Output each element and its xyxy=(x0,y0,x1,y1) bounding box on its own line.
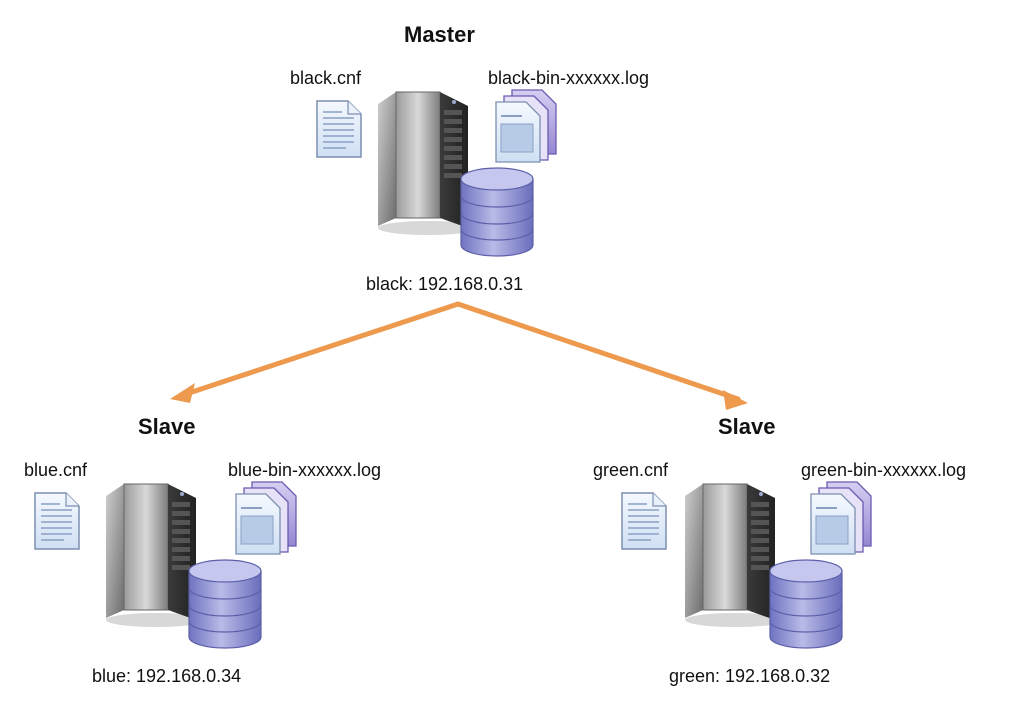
document-icon xyxy=(316,100,362,158)
master-role-label: Master xyxy=(404,22,475,47)
arrowhead-blue-icon xyxy=(170,383,195,403)
slave-node-green: Slave green.cnf green-bin-xxxxxx.log xyxy=(575,392,995,692)
server-tower-icon xyxy=(685,483,785,627)
master-host-label: black: 192.168.0.31 xyxy=(366,274,524,294)
stacked-documents-icon xyxy=(810,481,872,555)
stacked-documents-icon xyxy=(495,89,557,163)
stacked-documents-icon xyxy=(235,481,297,555)
database-icon xyxy=(769,559,843,649)
slave-green-config-filename: green.cnf xyxy=(593,460,669,480)
document-icon xyxy=(621,492,667,550)
slave-green-role-label: Slave xyxy=(718,414,776,439)
master-config-filename: black.cnf xyxy=(290,68,362,88)
slave-blue-host-label: blue: 192.168.0.34 xyxy=(92,666,242,686)
database-icon xyxy=(460,167,534,257)
database-icon xyxy=(188,559,262,649)
arrowhead-green-icon xyxy=(723,390,748,410)
arrow-to-blue xyxy=(177,301,461,399)
arrow-to-green xyxy=(455,301,741,402)
slave-green-binlog-filename: green-bin-xxxxxx.log xyxy=(801,460,967,480)
slave-blue-binlog-filename: blue-bin-xxxxxx.log xyxy=(228,460,382,480)
document-icon xyxy=(34,492,80,550)
slave-blue-config-filename: blue.cnf xyxy=(24,460,88,480)
server-tower-icon xyxy=(378,91,478,235)
slave-blue-role-label: Slave xyxy=(138,414,196,439)
master-binlog-filename: black-bin-xxxxxx.log xyxy=(488,68,650,88)
master-node: Master black.cnf black-bin-xxxxxx.log xyxy=(260,0,680,300)
slave-node-blue: Slave blue.cnf blue-bin-xxxxxx.log xyxy=(0,392,420,692)
slave-green-host-label: green: 192.168.0.32 xyxy=(669,666,831,686)
